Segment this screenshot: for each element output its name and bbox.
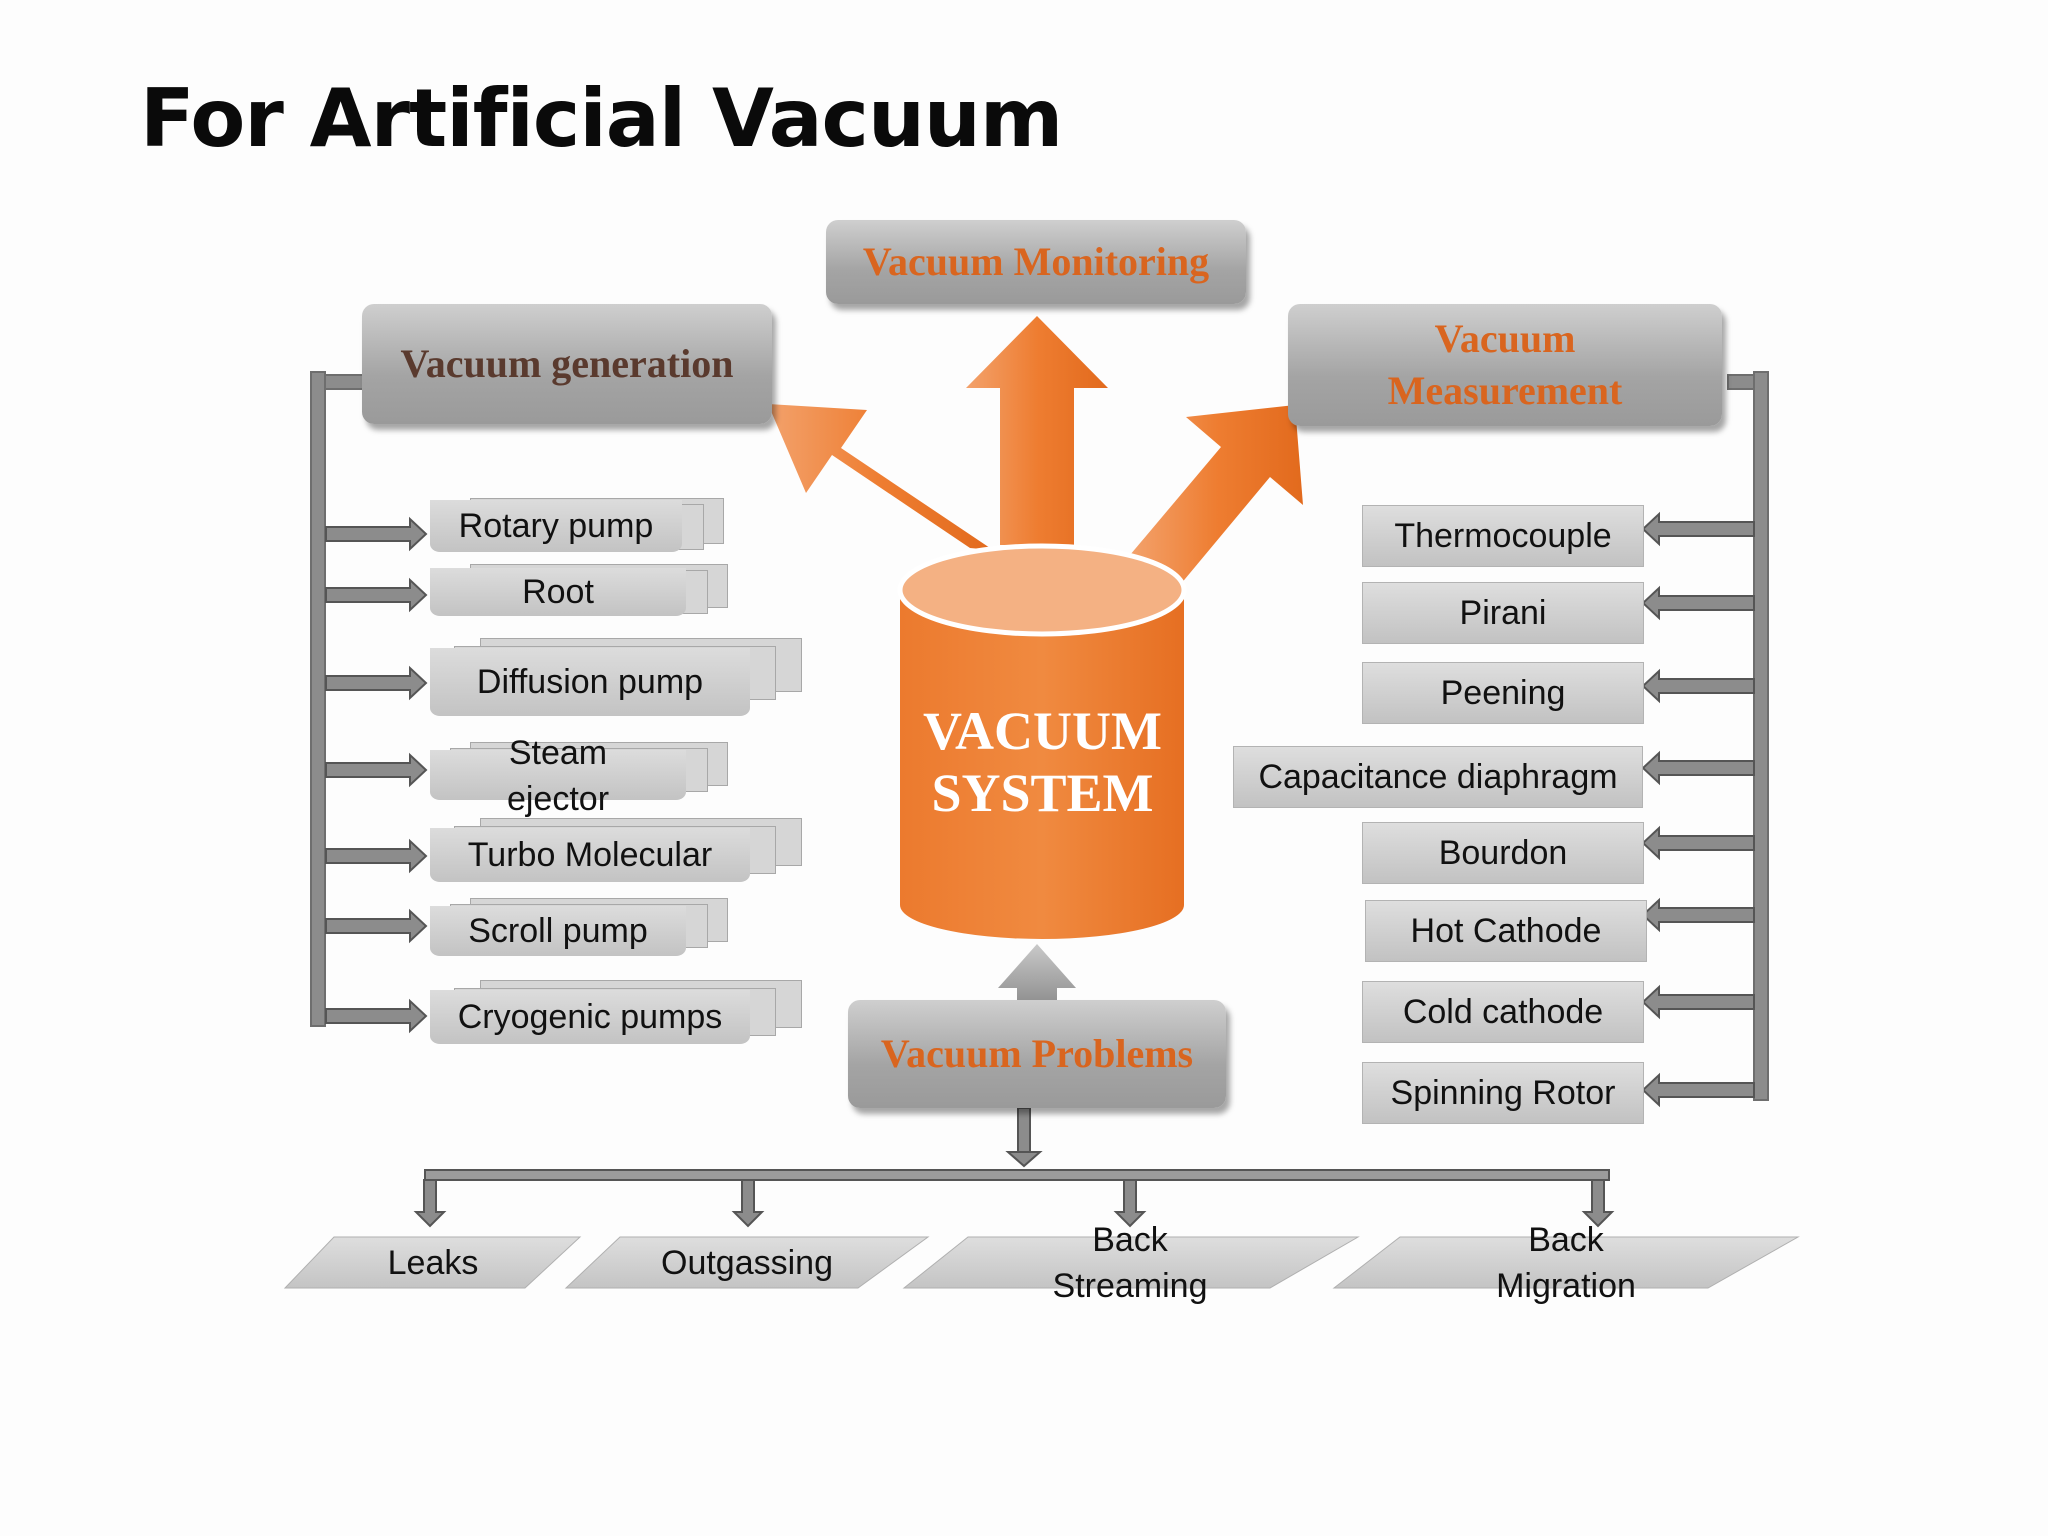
- arrow-from-problems: [998, 944, 1076, 1005]
- problem-item-outgassing: Outgassing: [597, 1240, 897, 1286]
- connector-arrow: [325, 665, 428, 701]
- generation-item-label: Rotary pump: [458, 507, 654, 545]
- problem-shape-back-migration: [1332, 1236, 1800, 1289]
- generation-item-rotary-pump: Rotary pump: [430, 498, 724, 552]
- vacuum-system-cylinder: [897, 543, 1187, 939]
- problem-item-label: Outgassing: [661, 1244, 833, 1282]
- generation-item-turbo-molecular: Turbo Molecular: [430, 818, 802, 882]
- connector-arrow: [413, 1179, 447, 1228]
- generation-item-label-line1: Steam: [508, 734, 608, 772]
- measurement-item-spinning-rotor: Spinning Rotor: [1362, 1062, 1644, 1124]
- problem-item-label: Leaks: [387, 1244, 479, 1282]
- measurement-item-label: Hot Cathode: [1410, 911, 1602, 950]
- generation-item-label-line2: ejector: [506, 780, 610, 818]
- generation-connector: [310, 371, 364, 1027]
- measurement-item-label: Capacitance diaphragm: [1258, 757, 1618, 796]
- problem-item-label-line2: Streaming: [1052, 1267, 1208, 1305]
- problem-item-back-streaming: Back Streaming: [980, 1217, 1280, 1309]
- measurement-item-pirani: Pirani: [1362, 582, 1644, 644]
- generation-item-label: Cryogenic pumps: [457, 998, 723, 1036]
- connector-arrow: [1641, 668, 1755, 704]
- connector-arrow: [1641, 984, 1755, 1020]
- arrow-to-measurement: [1130, 405, 1303, 585]
- page-title: For Artificial Vacuum: [140, 72, 1063, 165]
- problems-connector: [424, 1107, 1610, 1181]
- vacuum-system-label-line2: SYSTEM: [931, 763, 1154, 823]
- measurement-item-label: Bourdon: [1438, 833, 1568, 872]
- generation-item-label: Scroll pump: [468, 912, 648, 950]
- measurement-item-label: Spinning Rotor: [1390, 1073, 1616, 1112]
- vacuum-problems-box: Vacuum Problems: [848, 1000, 1226, 1108]
- vacuum-generation-box: Vacuum generation: [362, 304, 772, 424]
- problem-shape-back-streaming: [902, 1236, 1360, 1289]
- connector-arrow: [1641, 511, 1755, 547]
- arrow-to-monitoring: [966, 316, 1108, 545]
- vacuum-generation-label: Vacuum generation: [400, 341, 734, 386]
- vacuum-measurement-box: Vacuum Measurement: [1288, 304, 1722, 426]
- vacuum-measurement-label-line2: Measurement: [1387, 368, 1623, 413]
- connector-arrow: [1641, 585, 1755, 621]
- measurement-item-thermocouple: Thermocouple: [1362, 505, 1644, 567]
- problem-shape-leaks: [283, 1236, 582, 1289]
- generation-item-scroll-pump: Scroll pump: [430, 898, 728, 956]
- connector-arrow: [325, 998, 428, 1034]
- connector-arrow: [1641, 750, 1755, 786]
- generation-arrows: [325, 516, 428, 1034]
- measurement-item-label: Pirani: [1459, 593, 1547, 632]
- measurement-item-label: Cold cathode: [1402, 992, 1604, 1031]
- measurement-item-capacitance-diaphragm: Capacitance diaphragm: [1233, 746, 1643, 808]
- vacuum-monitoring-label: Vacuum Monitoring: [862, 239, 1210, 284]
- connector-arrow: [325, 838, 428, 874]
- vacuum-system-label-line1: VACUUM: [923, 701, 1162, 761]
- measurement-item-cold-cathode: Cold cathode: [1362, 981, 1644, 1043]
- connector-arrow: [731, 1179, 765, 1228]
- problem-item-label-line1: Back: [1092, 1221, 1168, 1259]
- measurement-item-bourdon: Bourdon: [1362, 822, 1644, 884]
- generation-item-steam-ejector: [430, 742, 728, 800]
- problem-shapes: [283, 1236, 1800, 1289]
- measurement-item-label: Thermocouple: [1394, 516, 1612, 555]
- generation-item-label: Turbo Molecular: [467, 836, 713, 874]
- problem-item-back-migration: Back Migration: [1416, 1217, 1716, 1309]
- connector-arrow: [1581, 1179, 1615, 1228]
- generation-item-cryogenic-pumps: Cryogenic pumps: [430, 980, 802, 1044]
- arrow-to-generation: [768, 404, 993, 550]
- vacuum-measurement-label-line1: Vacuum: [1434, 316, 1576, 361]
- problem-shape-outgassing: [564, 1236, 930, 1289]
- connector-arrow: [1641, 1072, 1755, 1108]
- generation-item-label: Diffusion pump: [476, 663, 704, 701]
- measurement-item-label: Peening: [1440, 673, 1566, 712]
- measurement-item-peening: Peening: [1362, 662, 1644, 724]
- problem-item-label-line2: Migration: [1496, 1267, 1636, 1305]
- connector-arrow: [1641, 897, 1755, 933]
- problems-arrows: [413, 1179, 1615, 1228]
- measurement-item-hot-cathode: Hot Cathode: [1365, 900, 1647, 962]
- measurement-connector: [1727, 371, 1769, 1101]
- generation-item-label: Root: [522, 573, 594, 611]
- connector-arrow: [325, 577, 428, 613]
- vacuum-monitoring-box: Vacuum Monitoring: [826, 220, 1246, 304]
- measurement-arrows: [1641, 511, 1755, 1108]
- problem-item-leaks: Leaks: [333, 1240, 533, 1286]
- generation-item-root: Root: [430, 564, 728, 616]
- connector-arrow: [325, 752, 428, 788]
- generation-item-diffusion-pump: Diffusion pump: [430, 638, 802, 716]
- connector-arrow: [1641, 825, 1755, 861]
- connector-arrow: [325, 908, 428, 944]
- connector-arrow: [325, 516, 428, 552]
- generation-item-steam-ejector-label: Steam ejector: [430, 730, 686, 822]
- connector-arrow: [1113, 1179, 1147, 1228]
- problem-item-label-line1: Back: [1528, 1221, 1604, 1259]
- vacuum-problems-label: Vacuum Problems: [880, 1031, 1194, 1076]
